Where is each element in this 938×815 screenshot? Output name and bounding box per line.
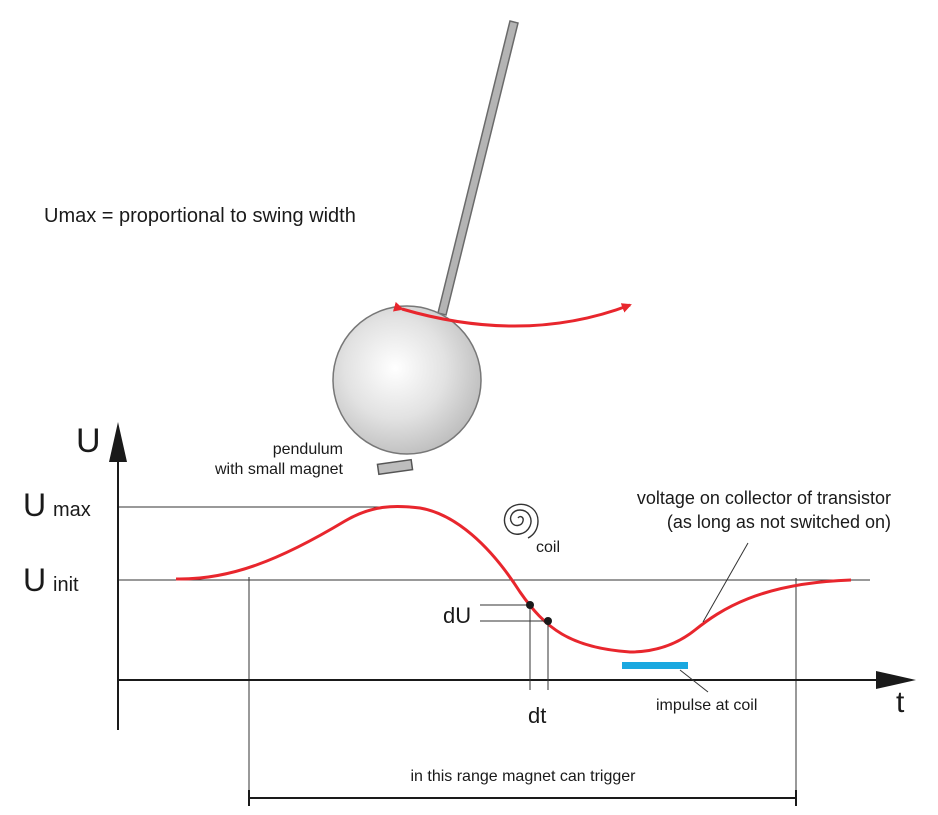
impulse-leader-line [679,669,709,693]
umax-label-sub: max [53,499,91,521]
range-label: in this range magnet can trigger [410,768,636,785]
caption-top: Umax = proportional to swing width [44,205,356,227]
dt-label: dt [528,703,546,728]
pendulum-label-line1: pendulum [273,441,343,458]
impulse-bar [622,662,688,669]
impulse-label: impulse at coil [656,697,757,714]
coil-spiral-icon [503,503,539,539]
curve-leader-line [702,542,749,623]
curve-point-2 [544,617,552,625]
uinit-label-main: U [23,562,46,598]
curve-point-1 [526,601,534,609]
uinit-label-sub: init [53,574,79,596]
pendulum-label-line2: with small magnet [214,461,344,478]
magnet [376,458,414,476]
u-axis-arrow-icon [109,422,127,462]
umax-label-main: U [23,487,46,523]
u-axis-label: U [76,422,101,460]
coil-label: coil [536,539,560,556]
t-axis-arrow-icon [876,671,916,689]
curve-label-line2: (as long as not switched on) [667,512,891,532]
swing-arrow [392,301,632,328]
voltage-curve [175,504,852,654]
t-axis-label: t [896,686,905,719]
pendulum-rod [437,20,519,316]
curve-label-line1: voltage on collector of transistor [637,488,891,508]
du-label: dU [443,603,471,628]
pendulum-ball [332,305,482,455]
